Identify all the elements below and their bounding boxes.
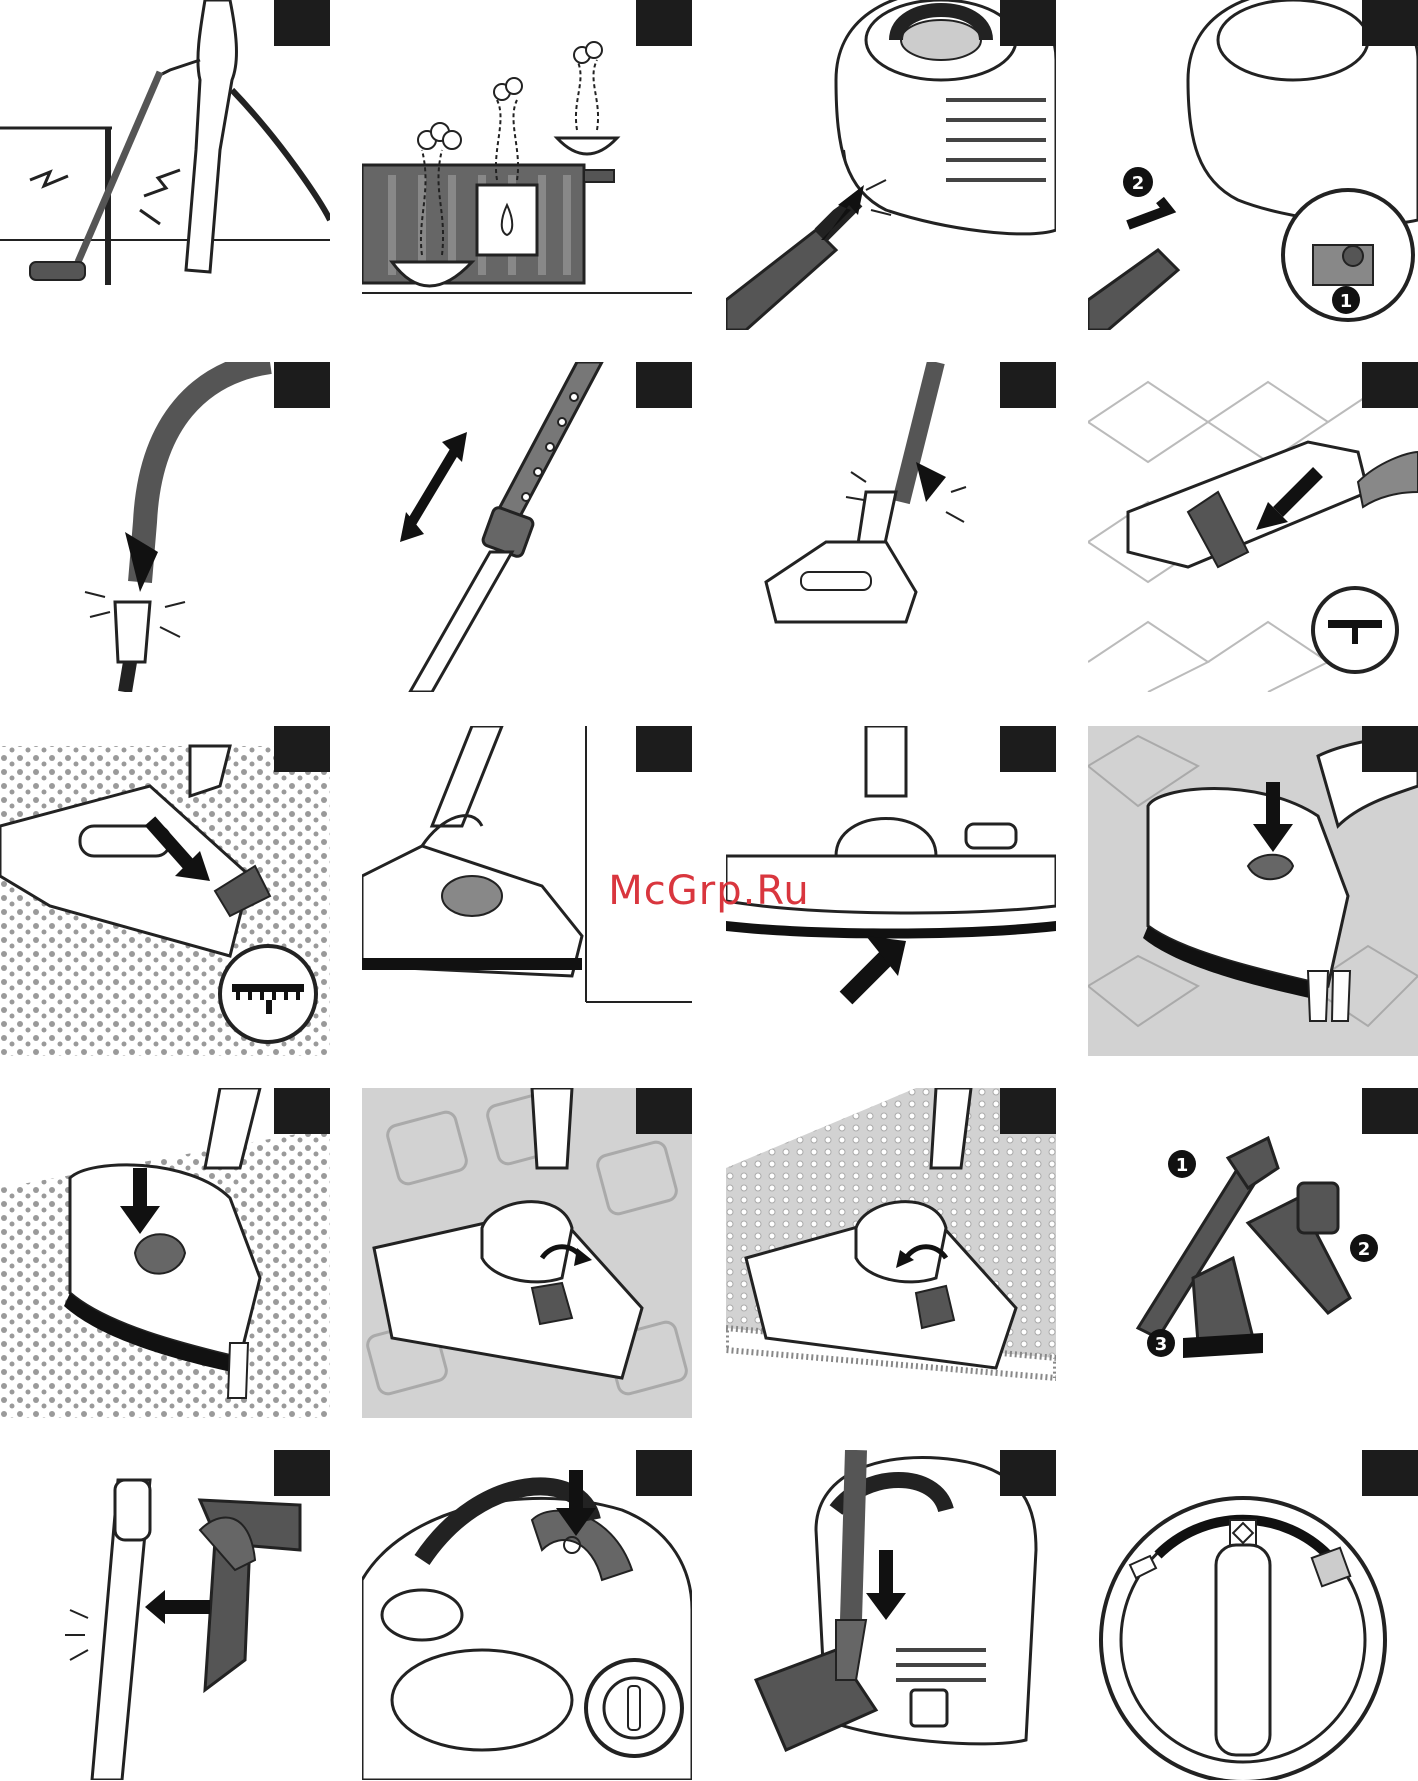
panel-16: 1 2 3	[1088, 1088, 1418, 1418]
illustration-rotate-switch-tiles	[362, 1088, 692, 1418]
illustration-press-power-button	[362, 1450, 692, 1780]
panel-5	[0, 362, 330, 692]
panel-15	[726, 1088, 1056, 1418]
illustration-press-pedal-hard-floor	[1088, 726, 1418, 1056]
illustration-carpet-setting	[0, 726, 330, 1056]
panel-18	[362, 1450, 692, 1780]
callout-1-label: 1	[1340, 291, 1353, 312]
illustration-accessory-tools: 1 2 3	[1088, 1088, 1418, 1418]
callout-2-label: 2	[1132, 173, 1145, 194]
illustration-rotate-switch-carpet	[726, 1088, 1056, 1418]
panel-13	[0, 1088, 330, 1418]
dial-knob[interactable]	[1216, 1545, 1270, 1755]
illustration-adjust-telescopic-tube	[362, 362, 692, 692]
callout-1-label: 1	[1176, 1155, 1189, 1176]
illustration-suction-dial	[1088, 1450, 1418, 1780]
illustration-vacuuming-static	[0, 0, 330, 330]
step-number-badge	[636, 1450, 692, 1496]
step-number-badge	[636, 0, 692, 46]
panel-6	[362, 362, 692, 692]
step-number-badge	[1362, 0, 1418, 46]
step-number-badge	[1000, 1088, 1056, 1134]
step-number-badge	[274, 726, 330, 772]
step-number-badge	[1362, 726, 1418, 772]
step-number-badge	[1000, 1450, 1056, 1496]
step-number-badge	[1362, 1088, 1418, 1134]
panel-11	[726, 726, 1056, 1056]
panel-9	[0, 726, 330, 1056]
panel-2	[362, 0, 692, 330]
panel-1	[0, 0, 330, 330]
step-number-badge	[1362, 1450, 1418, 1496]
step-number-badge	[274, 1088, 330, 1134]
illustration-connect-hose-tube	[0, 362, 330, 692]
illustration-attach-nozzle	[726, 362, 1056, 692]
step-number-badge	[274, 0, 330, 46]
panel-8	[1088, 362, 1418, 692]
callout-2-label: 2	[1358, 1239, 1371, 1260]
panel-7	[726, 362, 1056, 692]
illustration-park-tube	[726, 1450, 1056, 1780]
callout-3-label: 3	[1155, 1334, 1168, 1355]
illustration-attach-accessory	[0, 1450, 330, 1780]
step-number-badge	[1362, 362, 1418, 408]
illustration-release-hose: 2 1	[1088, 0, 1418, 330]
step-number-badge	[274, 362, 330, 408]
illustration-press-pedal-carpet	[0, 1088, 330, 1418]
illustration-radiator-humidifier	[362, 0, 692, 330]
panel-20	[1088, 1450, 1418, 1780]
panel-17	[0, 1450, 330, 1780]
step-number-badge	[636, 362, 692, 408]
step-number-badge	[1000, 726, 1056, 772]
panel-12	[1088, 726, 1418, 1056]
panel-4: 2 1	[1088, 0, 1418, 330]
step-number-badge	[636, 726, 692, 772]
illustration-nozzle-at-wall	[362, 726, 692, 1056]
step-number-badge	[636, 1088, 692, 1134]
panel-19	[726, 1450, 1056, 1780]
step-number-badge	[1000, 362, 1056, 408]
illustration-nozzle-bottom-release	[726, 726, 1056, 1056]
panel-3	[726, 0, 1056, 330]
illustration-hard-floor-setting	[1088, 362, 1418, 692]
step-number-badge	[274, 1450, 330, 1496]
panel-14	[362, 1088, 692, 1418]
illustration-insert-hose	[726, 0, 1056, 330]
panel-10	[362, 726, 692, 1056]
step-number-badge	[1000, 0, 1056, 46]
